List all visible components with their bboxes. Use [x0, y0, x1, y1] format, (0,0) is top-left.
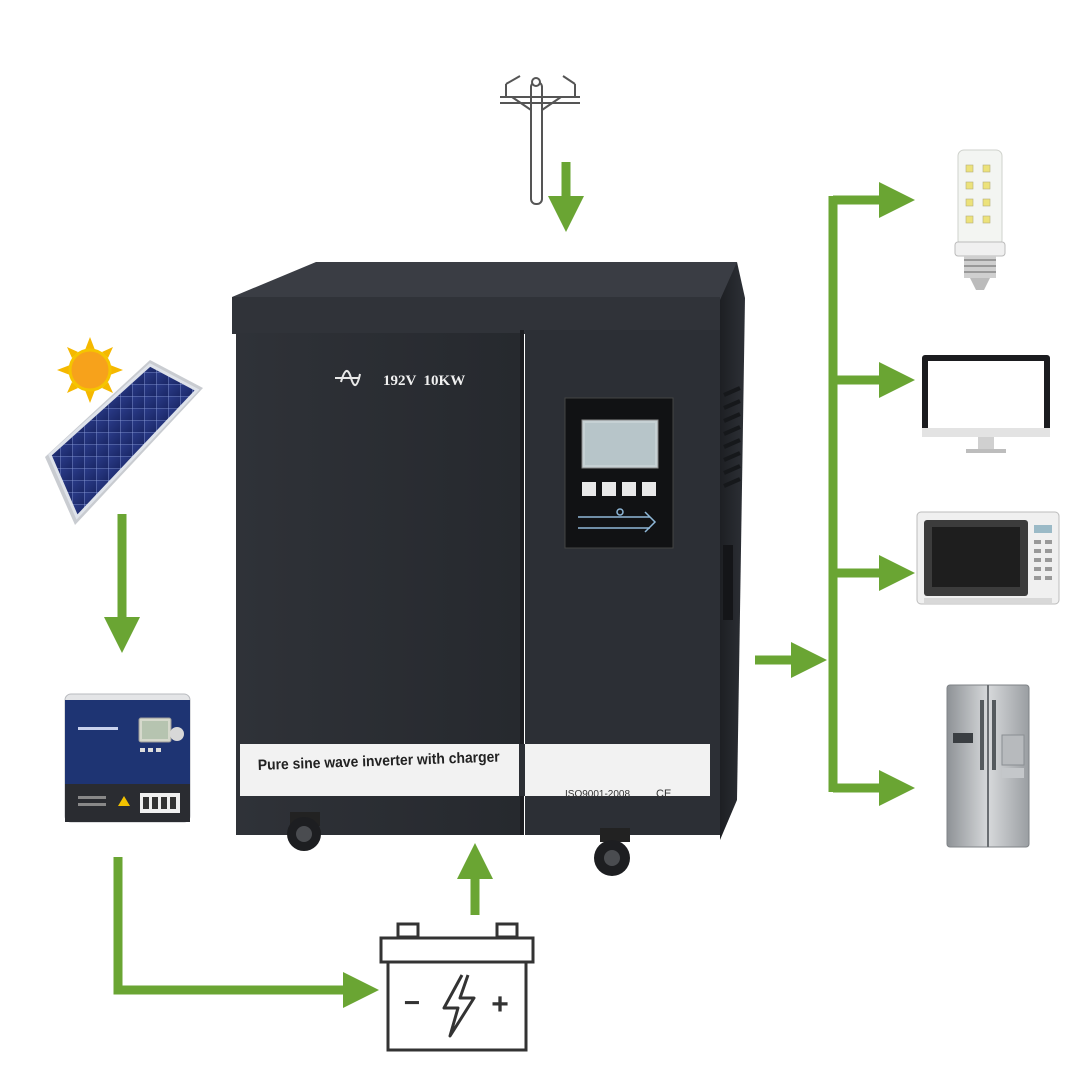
sine-wave-icon — [335, 370, 361, 386]
battery-minus-label: − — [404, 987, 420, 1018]
microwave-icon — [916, 511, 1060, 605]
status-indicators — [578, 508, 657, 533]
flow-arrows — [104, 162, 915, 1008]
caster-wheels — [287, 812, 630, 876]
utility-pole-icon — [500, 75, 580, 205]
battery-icon: − + — [379, 922, 535, 1052]
sun-icon — [57, 337, 123, 403]
battery-plus-label: + — [491, 988, 509, 1021]
monitor-icon — [922, 355, 1050, 453]
ce-mark: CE — [656, 788, 671, 800]
arrow-controller-to-battery — [113, 857, 379, 1008]
panel-buttons — [582, 482, 656, 496]
inverter-unit: 192V 10KW Pure sine wave inverter with c… — [232, 262, 745, 876]
charge-controller-icon — [64, 693, 191, 823]
led-bulb-icon — [954, 149, 1006, 290]
panel-button[interactable] — [602, 482, 616, 496]
panel-button[interactable] — [622, 482, 636, 496]
panel-button[interactable] — [642, 482, 656, 496]
panel-button[interactable] — [582, 482, 596, 496]
solar-panel-icon — [45, 360, 203, 525]
certification-text: ISO9001-2008 — [565, 789, 630, 800]
refrigerator-icon — [946, 684, 1030, 848]
product-banner — [240, 744, 710, 796]
inverter-rating: 192V 10KW — [383, 373, 465, 389]
